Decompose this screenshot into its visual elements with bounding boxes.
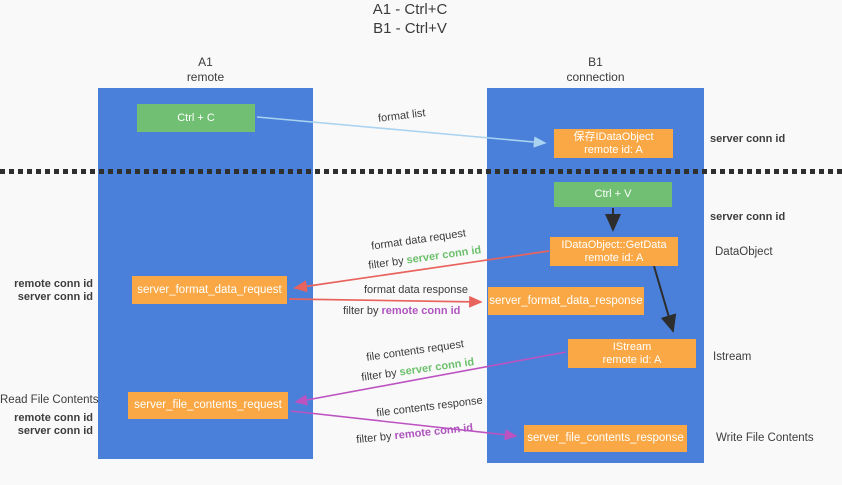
annotation-read-file-contents: Read File Contents <box>0 394 99 406</box>
edge-label-file-contents-response: file contents response <box>375 394 484 420</box>
server-conn-id-text: server conn id <box>405 244 482 267</box>
filter-by-text: filter by <box>355 430 393 447</box>
filter-by-text: filter by <box>367 255 405 272</box>
node-istream-line1: IStream <box>612 340 652 353</box>
diagram-title: A1 - Ctrl+C B1 - Ctrl+V <box>0 0 820 38</box>
node-server-file-contents-response: server_file_contents_response <box>524 425 687 452</box>
annotation-server-conn-id-mid-right: server conn id <box>710 211 786 223</box>
lane-b-header: B1 connection <box>487 55 704 85</box>
title-line-2: B1 - Ctrl+V <box>373 20 447 37</box>
lane-a-name: A1 <box>198 55 213 69</box>
node-server-file-contents-request: server_file_contents_request <box>128 392 288 419</box>
server-conn-id-text: server conn id <box>398 356 475 379</box>
arrow-format-data-response <box>288 295 483 308</box>
edge-label-format-data-response: format data response <box>364 284 468 296</box>
node-server-file-contents-response-label: server_file_contents_response <box>527 432 684 444</box>
node-save-idataobject-line1: 保存IDataObject <box>573 130 654 143</box>
lane-b-subtitle: connection <box>566 70 625 84</box>
edge-label-format-list: format list <box>377 107 427 125</box>
remote-conn-id-text: remote conn id <box>381 305 461 317</box>
lane-a-subtitle: remote <box>186 70 225 84</box>
node-idataobject-getdata-line2: remote id: A <box>584 251 644 264</box>
node-istream-line2: remote id: A <box>602 353 662 366</box>
node-ctrl-c: Ctrl + C <box>137 104 255 132</box>
filter-by-text: filter by <box>343 305 379 317</box>
lane-b-name: B1 <box>588 55 603 69</box>
node-server-format-data-response: server_format_data_response <box>488 287 644 315</box>
annotation-write-file-contents: Write File Contents <box>716 432 814 444</box>
annotation-remote-conn-id-bottom-left: remote conn id <box>14 412 93 424</box>
node-save-idataobject: 保存IDataObject remote id: A <box>554 129 673 158</box>
annotation-server-conn-id-top-right: server conn id <box>710 133 786 145</box>
node-server-format-data-request: server_format_data_request <box>132 276 287 304</box>
edge-label-filter-by-remote-conn-id-2: filter by remote conn id <box>356 422 474 447</box>
node-idataobject-getdata-line1: IDataObject::GetData <box>561 238 667 251</box>
edge-label-filter-by-remote-conn-id-1: filter by remote conn id <box>343 305 460 318</box>
node-server-format-data-request-label: server_format_data_request <box>137 283 282 296</box>
annotation-conn-ids-bottom-left: remote conn id server conn id <box>0 412 93 438</box>
node-ctrl-v: Ctrl + V <box>554 182 672 207</box>
annotation-conn-ids-top-left: remote conn id server conn id <box>0 278 93 304</box>
node-server-file-contents-request-label: server_file_contents_request <box>134 399 282 411</box>
remote-conn-id-text: remote conn id <box>393 421 474 443</box>
annotation-dataobject: DataObject <box>715 246 773 258</box>
node-idataobject-getdata: IDataObject::GetData remote id: A <box>550 237 678 266</box>
phase-separator-dotted-line <box>0 169 842 174</box>
node-ctrl-v-label: Ctrl + V <box>594 188 632 200</box>
filter-by-text: filter by <box>360 367 398 384</box>
node-server-format-data-response-label: server_format_data_response <box>489 294 643 307</box>
node-save-idataobject-line2: remote id: A <box>584 143 643 156</box>
annotation-server-conn-id-top-left: server conn id <box>17 291 93 303</box>
annotation-remote-conn-id-top-left: remote conn id <box>14 278 93 290</box>
node-istream: IStream remote id: A <box>568 339 696 368</box>
lane-a-header: A1 remote <box>98 55 313 85</box>
node-ctrl-c-label: Ctrl + C <box>177 111 215 124</box>
title-line-1: A1 - Ctrl+C <box>372 1 448 18</box>
annotation-server-conn-id-bottom-left: server conn id <box>17 425 93 437</box>
annotation-istream: Istream <box>713 351 752 363</box>
